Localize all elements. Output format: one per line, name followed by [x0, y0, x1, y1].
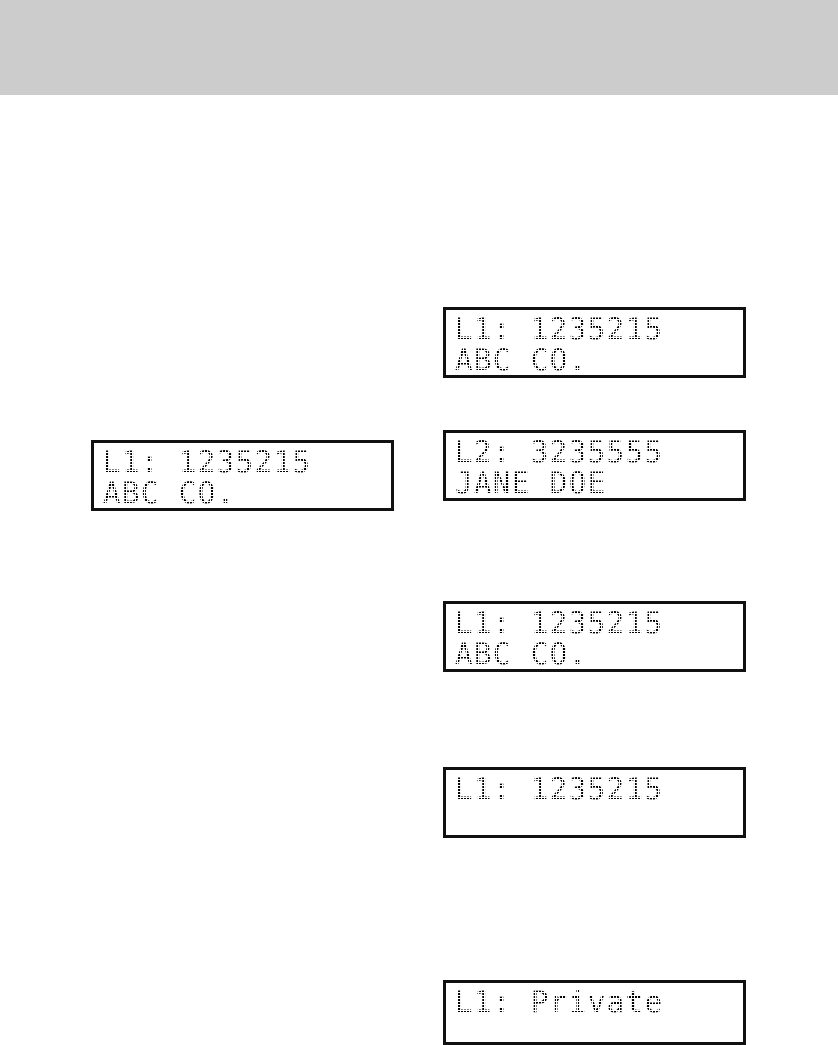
lcd-line-1: L1: 1235215	[103, 447, 382, 478]
caller-id-display-abc-co-middle-right: L1: 1235215 ABC CO.	[443, 601, 746, 672]
lcd-line-2: JANE DOE	[455, 468, 734, 498]
lcd-line-1: L2: 3235555	[455, 437, 734, 468]
top-banner	[0, 0, 838, 95]
lcd-line-2: ABC CO.	[455, 639, 734, 669]
lcd-line-1: L1: 1235215	[455, 608, 734, 639]
lcd-line-2: ABC CO.	[103, 478, 382, 508]
caller-id-display-abc-co-top-right: L1: 1235215 ABC CO.	[443, 307, 746, 378]
caller-id-display-number-only: L1: 1235215	[443, 767, 746, 838]
lcd-line-2	[455, 805, 734, 835]
caller-id-display-abc-co-left: L1: 1235215 ABC CO.	[91, 440, 394, 511]
lcd-line-1: L1: 1235215	[455, 314, 734, 345]
caller-id-display-private: L1: Private	[443, 980, 746, 1045]
lcd-line-2	[455, 1018, 734, 1042]
lcd-line-2: ABC CO.	[455, 345, 734, 375]
lcd-line-1: L1: Private	[455, 987, 734, 1018]
lcd-line-1: L1: 1235215	[455, 774, 734, 805]
caller-id-display-jane-doe: L2: 3235555 JANE DOE	[443, 430, 746, 501]
